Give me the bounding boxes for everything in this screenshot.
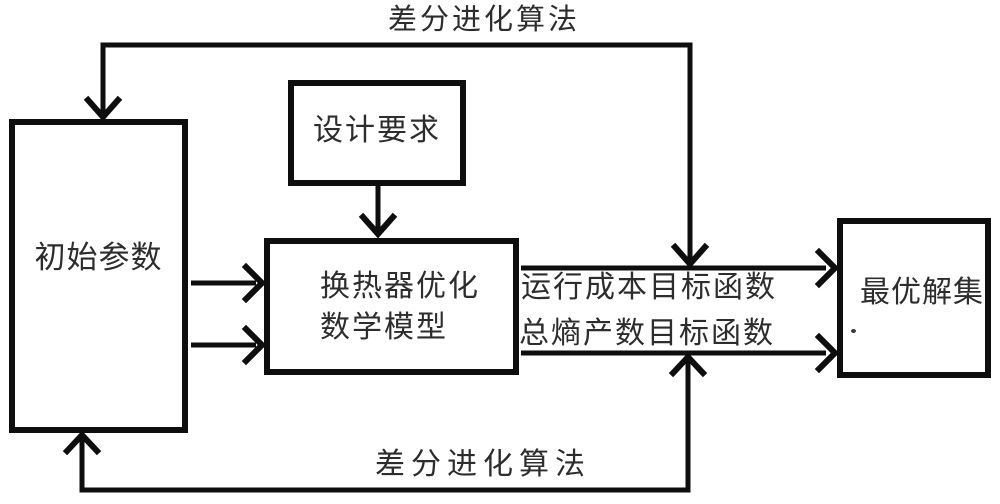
optimal-solution-label: 最优解集 bbox=[860, 276, 984, 309]
top-feedback-line bbox=[100, 42, 693, 261]
optimal-solution-box bbox=[837, 218, 991, 378]
optimization-model-label-line1: 换热器优化 bbox=[320, 270, 480, 303]
arrowhead-right-into-solution-lower bbox=[814, 332, 840, 374]
optimization-model-label-line2: 数学模型 bbox=[320, 311, 448, 344]
arrowhead-down-into-initial-parameters bbox=[83, 95, 123, 122]
design-requirements-box bbox=[288, 80, 466, 186]
operating-cost-objective-label: 运行成本目标函数 bbox=[521, 271, 777, 304]
arrowhead-up-into-lower-output-line bbox=[668, 352, 708, 378]
arrowhead-down-into-upper-output-line bbox=[670, 242, 710, 269]
initial-parameters-box bbox=[9, 119, 188, 433]
initial-parameters-label: 初始参数 bbox=[34, 240, 163, 275]
bottom-feedback-label: 差分进化算法 bbox=[375, 448, 591, 481]
arrowhead-right-into-solution-upper bbox=[814, 247, 840, 289]
arrowhead-right-into-model-lower bbox=[241, 324, 267, 366]
arrowhead-down-into-model bbox=[358, 212, 398, 239]
arrowhead-up-into-initial-parameters bbox=[62, 430, 102, 456]
arrowhead-right-into-model-upper bbox=[241, 262, 267, 304]
top-feedback-label: 差分进化算法 bbox=[388, 4, 581, 36]
entropy-generation-objective-label: 总熵产数目标函数 bbox=[519, 317, 775, 350]
design-requirements-label: 设计要求 bbox=[313, 114, 441, 147]
optimization-model-box bbox=[264, 238, 519, 375]
bottom-feedback-line bbox=[79, 360, 691, 493]
stray-dot bbox=[851, 329, 856, 333]
